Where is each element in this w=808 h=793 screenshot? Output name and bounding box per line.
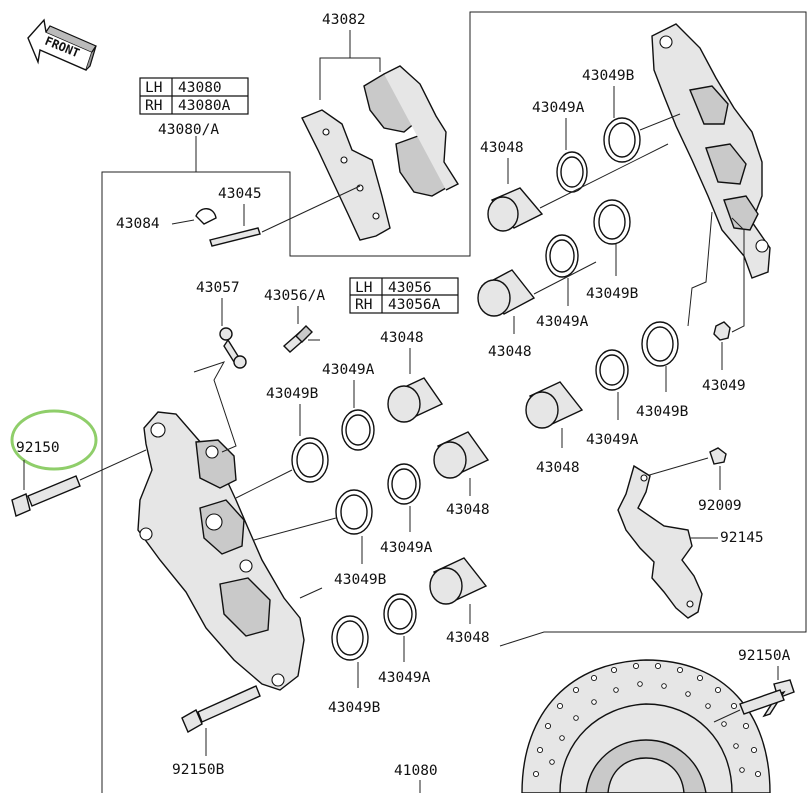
label-seal-b-5: 43049B	[334, 572, 387, 588]
label-seal-a-3: 43049A	[586, 432, 639, 448]
caliper-body	[137, 361, 305, 691]
label-seal-b-6: 43049B	[328, 700, 381, 716]
seal-b-5	[335, 489, 373, 535]
front-direction-arrow: FRONT	[27, 18, 97, 71]
brake-pad-backing-plate	[301, 109, 391, 241]
bleeder-valve-43056	[282, 325, 320, 353]
table-43056-row2-side: RH	[355, 297, 372, 313]
label-seal-b-4: 43049B	[266, 386, 319, 402]
table-43080: LH 43080 RH 43080A	[139, 77, 249, 115]
label-43045: 43045	[218, 186, 262, 202]
bolt-92150b	[181, 685, 261, 733]
label-seal-a-6: 43049A	[378, 670, 431, 686]
seal-b-3	[641, 321, 679, 367]
label-piston-6: 43048	[446, 630, 490, 646]
hose-cover-92145	[617, 464, 703, 619]
table-43080-row2-part: 43080A	[178, 98, 231, 114]
label-43082: 43082	[322, 12, 366, 28]
bolt-92150	[11, 449, 147, 517]
clip-43084	[195, 208, 217, 225]
table-43056-row2-part: 43056A	[388, 297, 441, 313]
table-43056: LH 43056 RH 43056A	[349, 277, 459, 314]
label-43057: 43057	[196, 280, 240, 296]
table-43080-row1-side: LH	[145, 80, 162, 96]
pad-pin-43045	[209, 185, 361, 247]
label-seal-a-1: 43049A	[532, 100, 585, 116]
label-92145: 92145	[720, 530, 764, 546]
label-43084: 43084	[116, 216, 160, 232]
seal-b-1	[603, 117, 641, 163]
label-43056-all: 43056/A	[264, 288, 325, 304]
seal-b-2	[593, 199, 631, 245]
label-piston-4: 43048	[380, 330, 424, 346]
piston-6	[429, 557, 488, 605]
bleeder-cap-43057	[219, 327, 247, 369]
label-seal-b-1: 43049B	[582, 68, 635, 84]
piston-5	[433, 431, 490, 479]
table-43056-row1-part: 43056	[388, 280, 432, 296]
piston-2	[477, 269, 536, 317]
label-piston-5: 43048	[446, 502, 490, 518]
seal-a-6	[383, 593, 417, 635]
label-92150b: 92150B	[172, 762, 225, 778]
label-piston-2: 43048	[488, 344, 532, 360]
label-seal-a-2: 43049A	[536, 314, 589, 330]
label-92150a: 92150A	[738, 648, 791, 664]
seal-a-2	[545, 234, 579, 278]
seal-b-6	[331, 615, 369, 661]
label-seal-b-2: 43049B	[586, 286, 639, 302]
table-43056-row1-side: LH	[355, 280, 372, 296]
label-seal-a-4: 43049A	[322, 362, 375, 378]
brake-pad-friction	[363, 65, 460, 197]
brake-disc-41080	[521, 659, 771, 793]
label-92009: 92009	[698, 498, 742, 514]
label-92150: 92150	[16, 440, 60, 456]
label-43049-nut: 43049	[702, 378, 746, 394]
seal-a-4	[341, 409, 375, 451]
leader-43049-nut	[731, 217, 745, 333]
bolt-92150a	[739, 679, 795, 718]
label-seal-a-5: 43049A	[380, 540, 433, 556]
label-43080-all: 43080/A	[158, 122, 219, 138]
piston-3	[525, 381, 584, 429]
table-43080-row1-part: 43080	[178, 80, 222, 96]
label-piston-3: 43048	[536, 460, 580, 476]
piston-4	[387, 377, 444, 423]
seal-a-5	[387, 463, 421, 505]
piston-1	[487, 187, 544, 232]
seal-b-4	[291, 437, 329, 483]
nut-43049	[713, 321, 731, 341]
bolt-92009	[709, 447, 727, 465]
label-41080: 41080	[394, 763, 438, 779]
label-seal-b-3: 43049B	[636, 404, 689, 420]
label-piston-1: 43048	[480, 140, 524, 156]
highlight-circle-92150	[10, 409, 98, 471]
seal-a-3	[595, 349, 629, 391]
caliper-mount-bracket	[651, 23, 771, 279]
table-43080-row2-side: RH	[145, 98, 162, 114]
